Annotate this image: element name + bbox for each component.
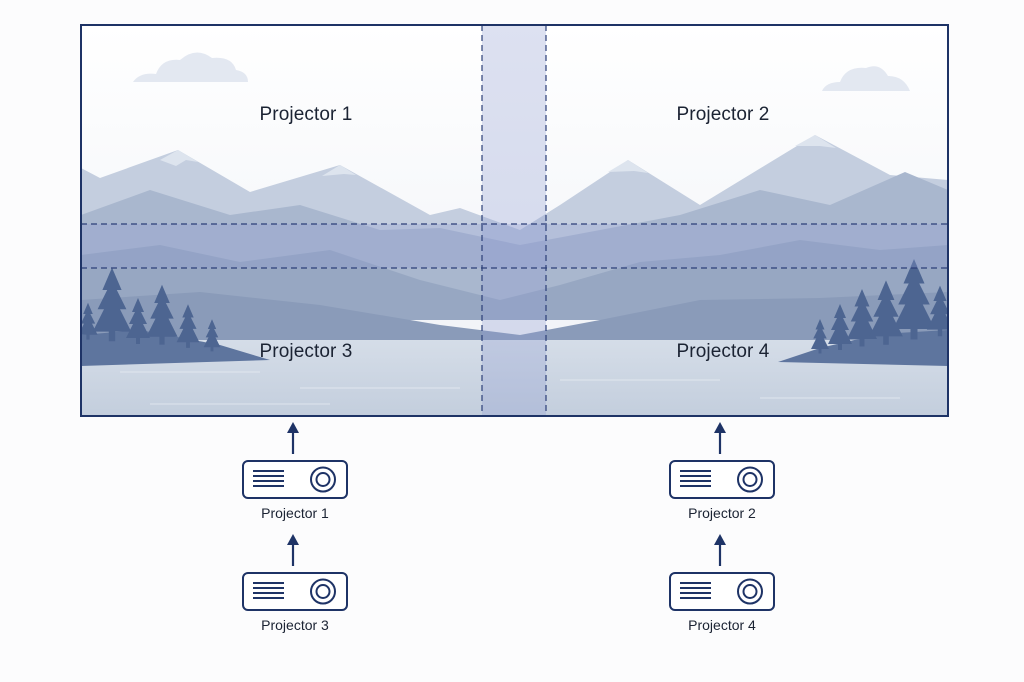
projector-icon [242,572,348,611]
projector-caption-4: Projector 4 [688,617,756,633]
zone-label-projector-2: Projector 2 [676,104,770,125]
projector-icon [669,572,775,611]
projector-caption-2: Projector 2 [688,505,756,521]
zone-label-projector-1: Projector 1 [259,104,353,125]
projector-caption-3: Projector 3 [261,617,329,633]
zone-label-projector-4: Projector 4 [676,341,770,362]
screen-border [80,24,949,417]
right-shore [778,330,948,366]
projector-icon [669,460,775,499]
left-shore [81,330,270,366]
zone-label-projector-3: Projector 3 [259,341,353,362]
projector-caption-1: Projector 1 [261,505,329,521]
vertical-overlap-band [482,25,546,416]
projector-icon [242,460,348,499]
projection-screen [81,25,948,416]
arrow-up-icon [714,534,726,566]
horizontal-overlap-band [81,224,948,268]
arrow-up-icon [287,534,299,566]
cloud-icon [822,66,910,91]
arrow-up-icon [287,422,299,454]
arrow-up-icon [714,422,726,454]
overlap-boundaries [81,25,948,416]
cloud-icon [133,52,248,82]
